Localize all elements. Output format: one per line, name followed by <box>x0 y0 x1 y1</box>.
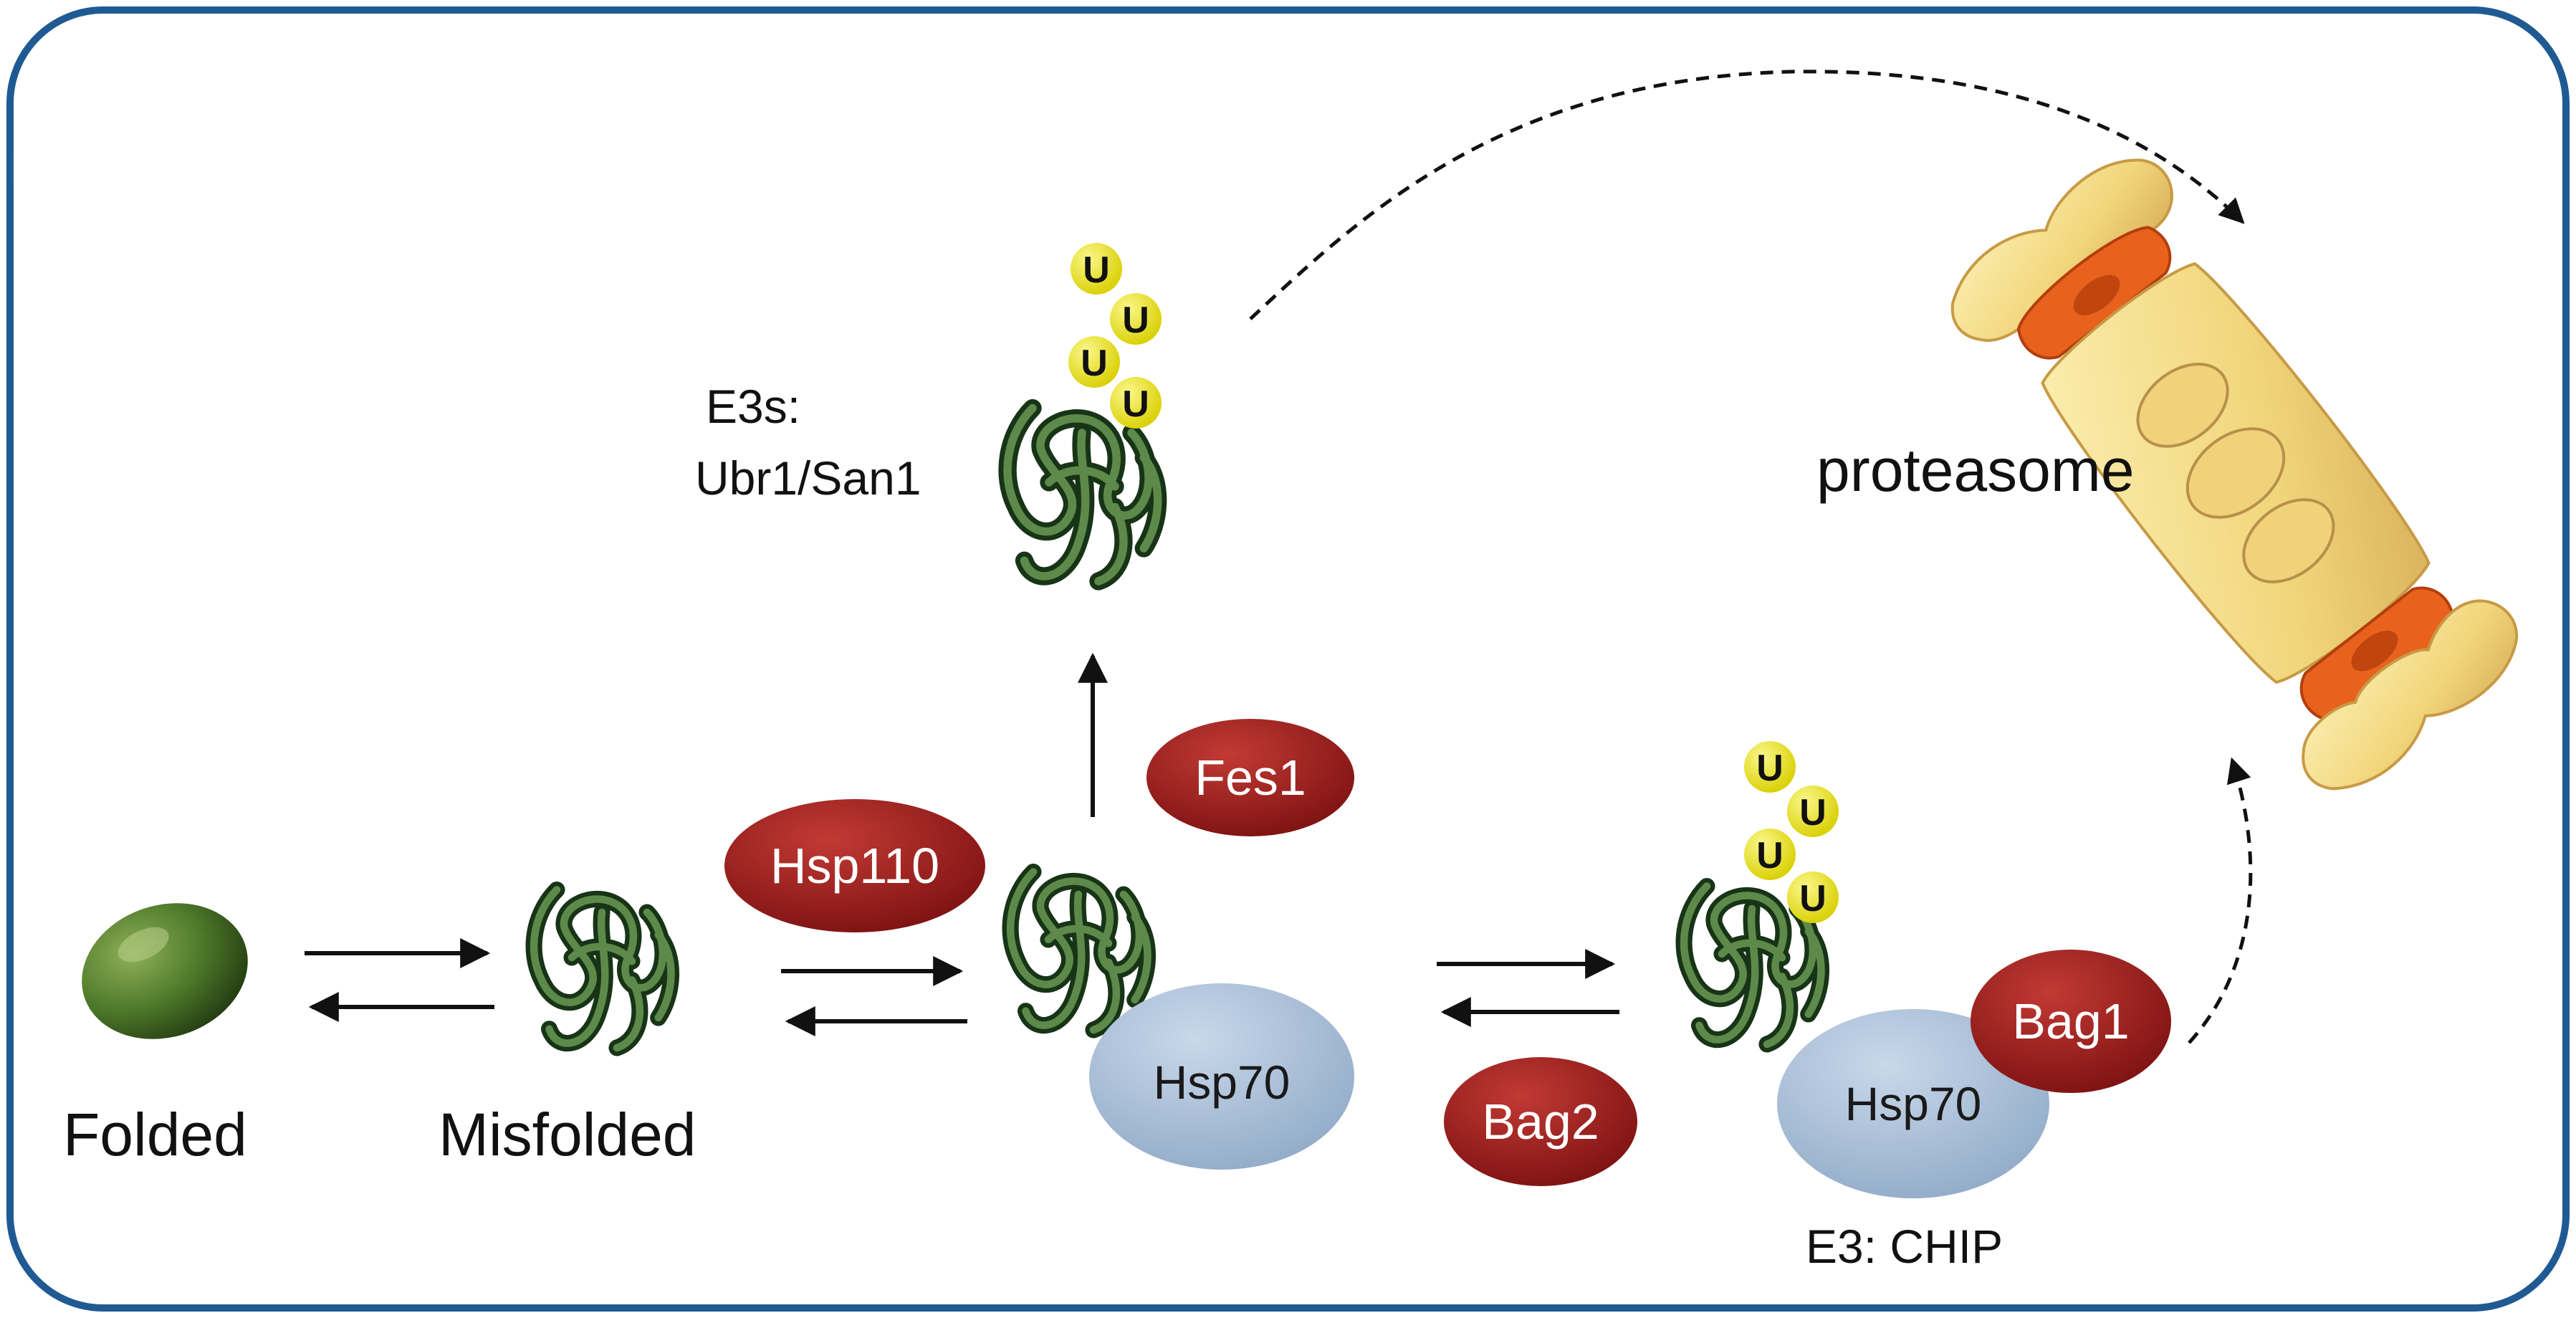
ubiquitin-icon: U <box>1110 377 1162 429</box>
bag1-label: Bag1 <box>2012 993 2129 1049</box>
ubiquitin-tag: U <box>1799 878 1826 920</box>
ubiquitin-tag: U <box>1756 835 1783 877</box>
proteasome-icon <box>1950 158 2518 791</box>
ubiquitin-icon: U <box>1744 828 1796 880</box>
equilibrium-arrow-icon <box>305 938 494 1022</box>
hsp70-chaperone-right: Hsp70 <box>1777 1009 2049 1198</box>
e3-chip-label: E3: CHIP <box>1806 1220 2003 1273</box>
ubiquitin-tag: U <box>1122 383 1149 425</box>
ubiquitin-tag: U <box>1083 249 1110 291</box>
hsp70-right-label: Hsp70 <box>1845 1077 1982 1130</box>
dashed-arrow-icon <box>1249 70 2245 320</box>
bag2-label: Bag2 <box>1482 1094 1599 1150</box>
ubiquitin-tag: U <box>1122 300 1149 341</box>
ubiquitin-chain-right: U U U U <box>1744 741 1839 923</box>
bag2-chaperone: Bag2 <box>1444 1057 1637 1186</box>
ubiquitin-icon: U <box>1787 785 1839 837</box>
hsp70-center-label: Hsp70 <box>1154 1056 1291 1109</box>
equilibrium-arrow-icon <box>1437 949 1619 1027</box>
fes1-chaperone: Fes1 <box>1146 719 1354 836</box>
ubiquitin-tag: U <box>1756 748 1783 789</box>
bag1-chaperone: Bag1 <box>1971 950 2171 1093</box>
ubiquitin-icon: U <box>1787 871 1839 923</box>
ubiquitin-icon: U <box>1071 243 1122 295</box>
folded-label: Folded <box>63 1101 247 1168</box>
ubiquitin-icon: U <box>1110 293 1162 345</box>
ubiquitin-tag: U <box>1799 792 1826 834</box>
e3s-label-line2: Ubr1/San1 <box>695 452 921 505</box>
ubiquitin-tag: U <box>1081 343 1108 384</box>
equilibrium-arrow-icon <box>781 956 967 1036</box>
proteasome-label: proteasome <box>1816 436 2135 504</box>
e3s-label-line1: E3s: <box>706 380 800 433</box>
ubiquitin-icon: U <box>1068 336 1120 388</box>
ubiquitin-chain-top: U U U U <box>1068 243 1162 429</box>
hsp110-label: Hsp110 <box>770 838 939 894</box>
fes1-label: Fes1 <box>1194 750 1306 806</box>
misfolded-label: Misfolded <box>439 1101 696 1168</box>
hsp110-chaperone: Hsp110 <box>724 799 985 932</box>
hsp70-chaperone-center: Hsp70 <box>1089 983 1354 1170</box>
folded-protein-icon <box>82 903 248 1039</box>
ubiquitin-icon: U <box>1744 741 1796 793</box>
